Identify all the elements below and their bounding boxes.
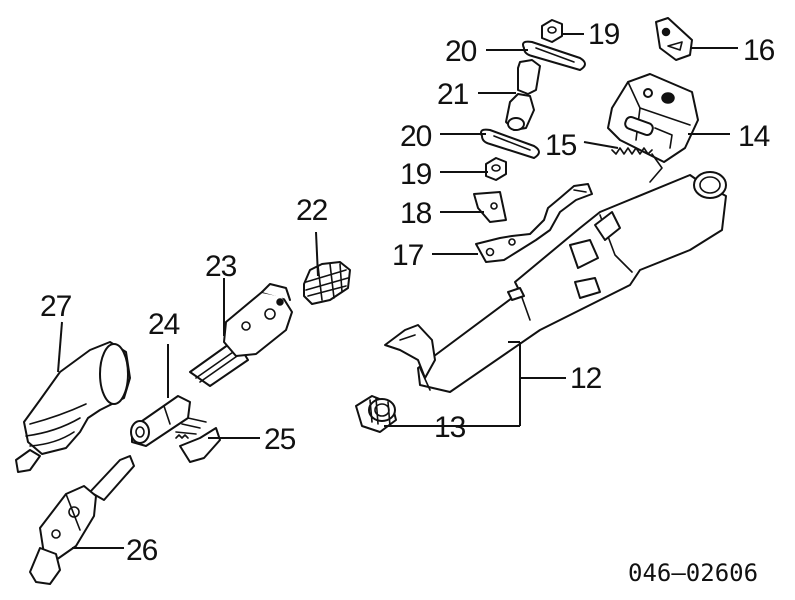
part-17-lever [475,183,593,263]
part-20-link-upper [522,40,586,71]
leader-15 [583,141,619,149]
callout-19-upper: 19 [588,18,620,51]
callout-12: 12 [570,362,602,395]
part-14-lock-housing [607,73,699,163]
part-25-bolts [175,417,221,463]
part-16-plate [655,17,693,61]
callout-18: 18 [400,197,432,230]
callout-16: 16 [743,34,775,67]
callout-14: 14 [738,120,770,153]
callout-17: 17 [392,239,424,272]
part-13-bearing [355,395,397,433]
callout-23: 23 [205,250,237,283]
part-26-lower-shaft [29,455,135,585]
part-22-spring [303,261,351,305]
callout-25: 25 [264,423,296,456]
callout-27: 27 [40,290,72,323]
callout-19-lower: 19 [400,158,432,191]
callout-26: 26 [126,534,158,567]
part-15-spring [611,147,663,183]
part-19-nut-lower [485,157,507,181]
part-23-shaft-joint [189,283,293,387]
part-12-steering-column [384,171,727,393]
callout-22: 22 [296,194,328,227]
callout-15: 15 [545,129,577,162]
part-18-bracket [473,191,507,223]
part-24-sleeve [130,395,191,447]
callout-20-lower: 20 [400,120,432,153]
figure-code: 046–02606 [628,559,758,587]
leader-27 [57,321,63,373]
leader-22 [315,231,319,277]
callout-20-upper: 20 [445,35,477,68]
part-21-pin [505,59,541,131]
part-27-boot [15,341,131,473]
callout-24: 24 [148,308,180,341]
part-19-nut-upper [541,19,563,43]
callout-13: 13 [434,411,466,444]
callout-labels: 12 13 14 15 16 17 18 19 19 20 20 21 22 2… [40,18,776,567]
part-20-link-lower [480,128,540,159]
callout-21: 21 [437,78,469,111]
leader-lines [57,33,738,549]
